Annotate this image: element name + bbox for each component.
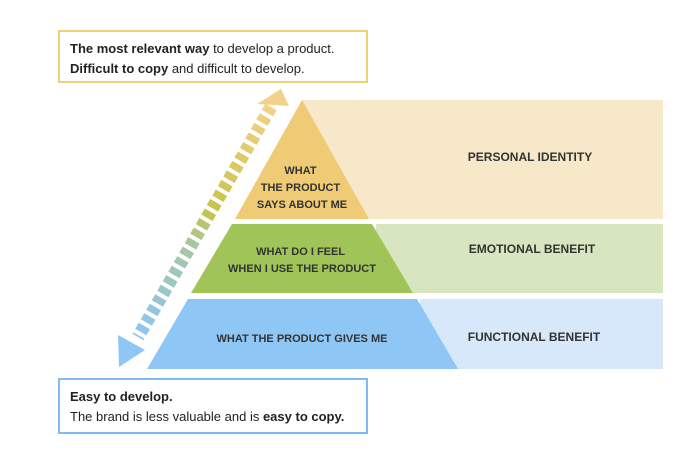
arrow-head-down (118, 335, 145, 367)
pyramid-bottom-section (147, 299, 458, 369)
pyramid-top-section (235, 100, 369, 219)
band-personal-identity (302, 100, 663, 219)
pyramid-top-label: WHAT THE PRODUCT SAYS ABOUT ME (257, 165, 347, 211)
pyramid-middle-section (191, 224, 413, 293)
callout-most-relevant: The most relevant way to develop a produ… (58, 30, 368, 83)
benefit-emotional: EMOTIONAL BENEFIT (469, 242, 596, 256)
pyramid-bottom-label: WHAT THE PRODUCT GIVES ME (217, 333, 388, 345)
band-emotional-benefit (376, 224, 663, 293)
callout-bottom-line-1: Easy to develop. (70, 389, 173, 404)
benefit-personal-identity: PERSONAL IDENTITY (468, 150, 592, 164)
callout-easy-to-develop: Easy to develop. The brand is less valua… (58, 378, 368, 434)
band-functional-benefit (420, 299, 663, 369)
benefit-functional: FUNCTIONAL BENEFIT (468, 330, 601, 344)
callout-bottom-line-2: The brand is less valuable and is easy t… (70, 409, 345, 424)
callout-top-line-1: The most relevant way to develop a produ… (70, 41, 335, 56)
dashed-arrow-shaft (132, 103, 277, 341)
callout-top-line-2: Difficult to copy and difficult to devel… (70, 61, 305, 76)
arrow-head-up (257, 89, 289, 106)
pyramid-middle-label: WHAT DO I FEEL WHEN I USE THE PRODUCT (228, 246, 376, 275)
